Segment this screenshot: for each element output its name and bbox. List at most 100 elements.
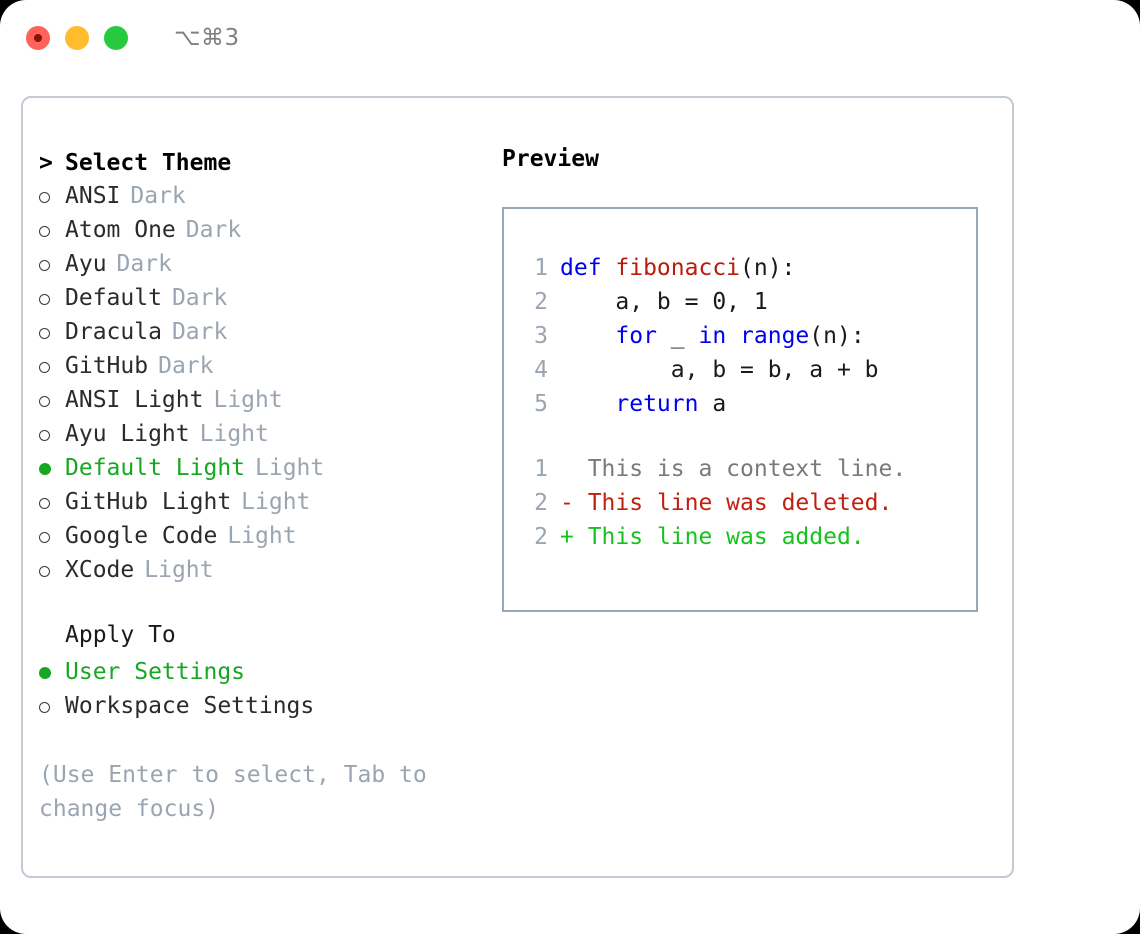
diff-line: 2 + This line was added. (522, 524, 976, 558)
code-token: _ (670, 323, 699, 349)
theme-list-item[interactable]: XCode Light (39, 554, 479, 588)
theme-name: GitHub (65, 352, 149, 379)
radio-selected-icon (39, 463, 51, 475)
theme-list-item[interactable]: Atom One Dark (39, 214, 479, 248)
code-token: a, b = 0, 1 (560, 289, 768, 315)
radio-unselected-icon (39, 701, 50, 713)
theme-kind-badge: Light (199, 420, 269, 447)
theme-name: Ayu (65, 250, 107, 277)
radio-unselected-icon (39, 395, 50, 407)
maximize-button[interactable] (104, 26, 128, 50)
theme-kind-badge: Light (255, 455, 325, 481)
code-text: return a (560, 391, 726, 417)
theme-kind-badge: Dark (185, 216, 242, 243)
radio-selected-icon (39, 667, 51, 679)
code-token: (n): (740, 255, 796, 281)
theme-name: Google Code (65, 522, 218, 549)
radio-marker-selected (39, 452, 65, 486)
line-number: 5 (534, 391, 548, 417)
close-dot-icon (34, 34, 42, 42)
diff-sign: - (560, 490, 574, 516)
code-token (560, 391, 615, 417)
diff-text: - This line was deleted. (560, 490, 892, 516)
preview-gap (522, 425, 976, 456)
theme-name: Default Light (65, 455, 246, 481)
code-token: (n): (809, 323, 865, 349)
radio-marker-selected (39, 656, 65, 690)
diff-content: This is a context line. (573, 456, 907, 482)
code-token: for (615, 323, 671, 349)
diff-preview: 1 This is a context line.2- This line wa… (522, 456, 976, 558)
apply-to-label: User Settings (65, 659, 246, 685)
radio-marker (39, 248, 65, 282)
theme-kind-badge: Light (144, 556, 214, 583)
radio-marker (39, 214, 65, 248)
radio-unselected-icon (39, 225, 50, 237)
theme-name: Dracula (65, 318, 162, 345)
line-number: 1 (534, 456, 548, 482)
radio-unselected-icon (39, 293, 50, 305)
line-number: 2 (534, 289, 548, 315)
radio-marker (39, 554, 65, 588)
code-token: a, b = b, a + b (560, 357, 879, 383)
code-token: return (615, 391, 713, 417)
close-button[interactable] (26, 26, 50, 50)
section-spacer (39, 588, 479, 622)
diff-content: This line was deleted. (573, 490, 893, 516)
theme-list-item[interactable]: Default Light Light (39, 452, 479, 486)
theme-name: ANSI Light (65, 386, 204, 413)
apply-to-title: Apply To (65, 622, 176, 648)
radio-unselected-icon (39, 531, 50, 543)
theme-picker-header: > Select Theme (39, 146, 479, 180)
radio-marker (39, 418, 65, 452)
theme-kind-badge: Dark (116, 250, 172, 277)
code-line: 3 for _ in range(n): (522, 323, 976, 357)
code-line: 5 return a (522, 391, 976, 425)
code-token: in (698, 323, 741, 349)
radio-marker (39, 690, 65, 724)
page-title: Select Theme (65, 150, 232, 176)
radio-unselected-icon (39, 259, 50, 271)
theme-name: Atom One (65, 216, 176, 243)
theme-name: ANSI (65, 182, 121, 209)
code-token: range (740, 323, 810, 349)
theme-name: Default (65, 284, 162, 311)
minimize-button[interactable] (65, 26, 89, 50)
diff-text: + This line was added. (560, 524, 865, 550)
code-line: 2 a, b = 0, 1 (522, 289, 976, 323)
diff-content: This line was added. (573, 524, 865, 550)
theme-kind-badge: Light (241, 488, 311, 515)
radio-unselected-icon (39, 327, 50, 339)
line-number: 2 (534, 524, 548, 550)
theme-list-item[interactable]: Ayu Dark (39, 248, 479, 282)
theme-name: XCode (65, 556, 135, 583)
prompt-caret-icon: > (39, 150, 53, 176)
radio-unselected-icon (39, 565, 50, 577)
code-text: a, b = 0, 1 (560, 289, 768, 315)
radio-marker (39, 384, 65, 418)
radio-unselected-icon (39, 429, 50, 441)
apply-to-option[interactable]: User Settings (39, 656, 479, 690)
apply-to-option[interactable]: Workspace Settings (39, 690, 479, 724)
code-token: def (560, 255, 616, 281)
radio-unselected-icon (39, 497, 50, 509)
apply-to-label: Workspace Settings (65, 692, 315, 719)
code-text: for _ in range(n): (560, 323, 865, 349)
code-text: def fibonacci(n): (560, 255, 795, 281)
line-number: 2 (534, 490, 548, 516)
diff-sign: + (560, 524, 574, 550)
diff-sign (560, 456, 574, 482)
